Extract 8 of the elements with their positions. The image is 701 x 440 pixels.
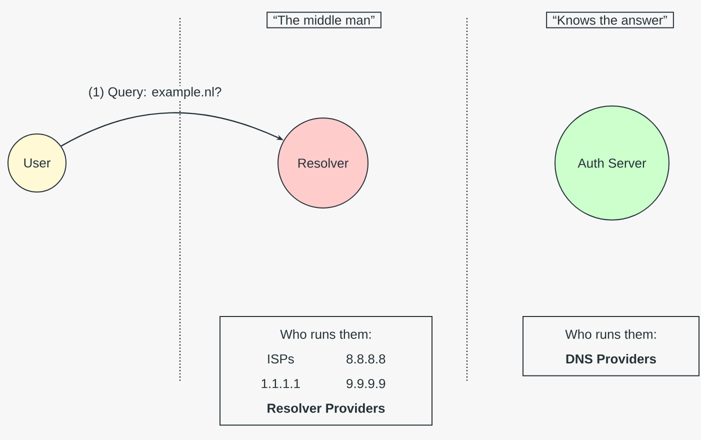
edge-label: (1) Query: example.nl? [87, 86, 223, 100]
provider-box: Who runs them: ISPs 8.8.8.8 1.1.1.1 9.9.9.9 Resolver Providers [220, 316, 432, 426]
caption-box: “The middle man” [266, 12, 382, 28]
circle-node: Resolver [278, 118, 368, 208]
circle-node: Auth Server [554, 106, 670, 220]
circle-node: User [8, 134, 66, 192]
provider-box: Who runs them: DNS Providers [522, 316, 700, 376]
caption-box: “Knows the answer” [546, 12, 674, 28]
